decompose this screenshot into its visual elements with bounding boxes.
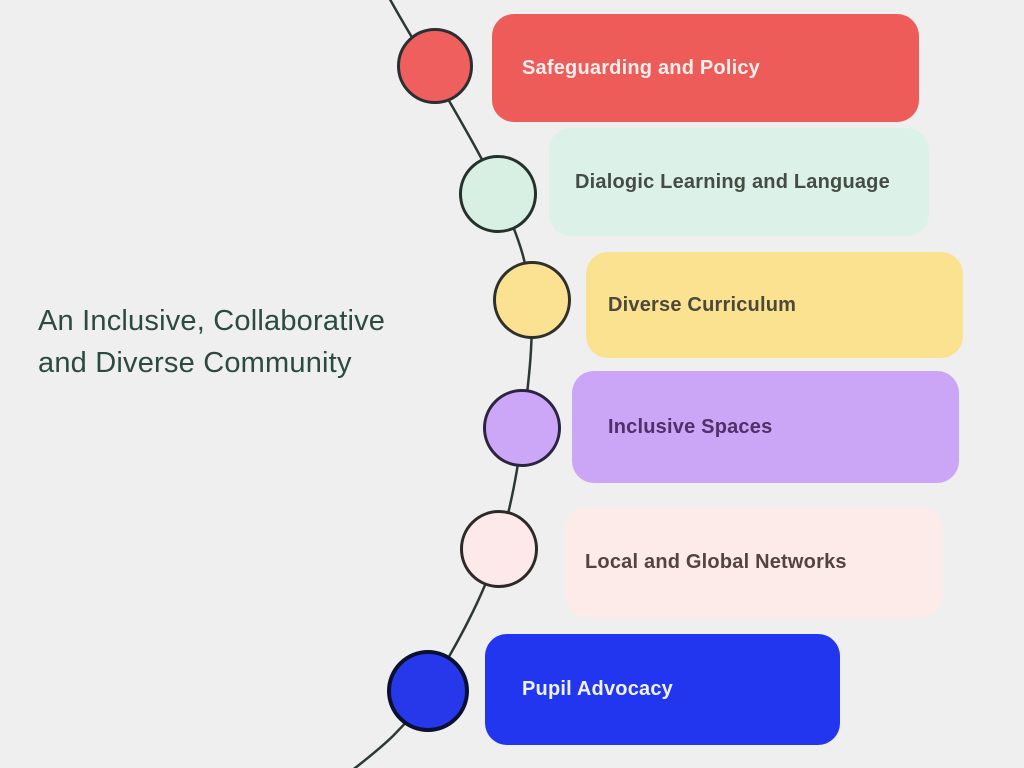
node-label-box: Safeguarding and Policy: [492, 14, 919, 122]
node-label-box: Dialogic Learning and Language: [549, 128, 929, 236]
node-marker-circle: [387, 650, 469, 732]
node-marker-circle: [460, 510, 538, 588]
diagram-title: An Inclusive, Collaborative and Diverse …: [38, 300, 385, 384]
node-label: Safeguarding and Policy: [522, 56, 760, 79]
node-label-box: Pupil Advocacy: [485, 634, 840, 745]
node-marker-circle: [493, 261, 571, 339]
diagram-title-line2: and Diverse Community: [38, 347, 352, 379]
node-label: Diverse Curriculum: [608, 293, 797, 316]
node-marker-circle: [483, 389, 561, 467]
node-marker-circle: [397, 28, 473, 104]
node-label: Dialogic Learning and Language: [575, 170, 890, 193]
node-label: Local and Global Networks: [585, 550, 847, 573]
node-marker-circle: [459, 155, 537, 233]
node-label-box: Diverse Curriculum: [586, 252, 963, 358]
node-label: Inclusive Spaces: [608, 415, 773, 438]
node-label-box: Inclusive Spaces: [572, 371, 959, 483]
diagram-title-line1: An Inclusive, Collaborative: [38, 305, 386, 337]
node-label: Pupil Advocacy: [522, 678, 673, 700]
node-label-box: Local and Global Networks: [565, 507, 943, 617]
